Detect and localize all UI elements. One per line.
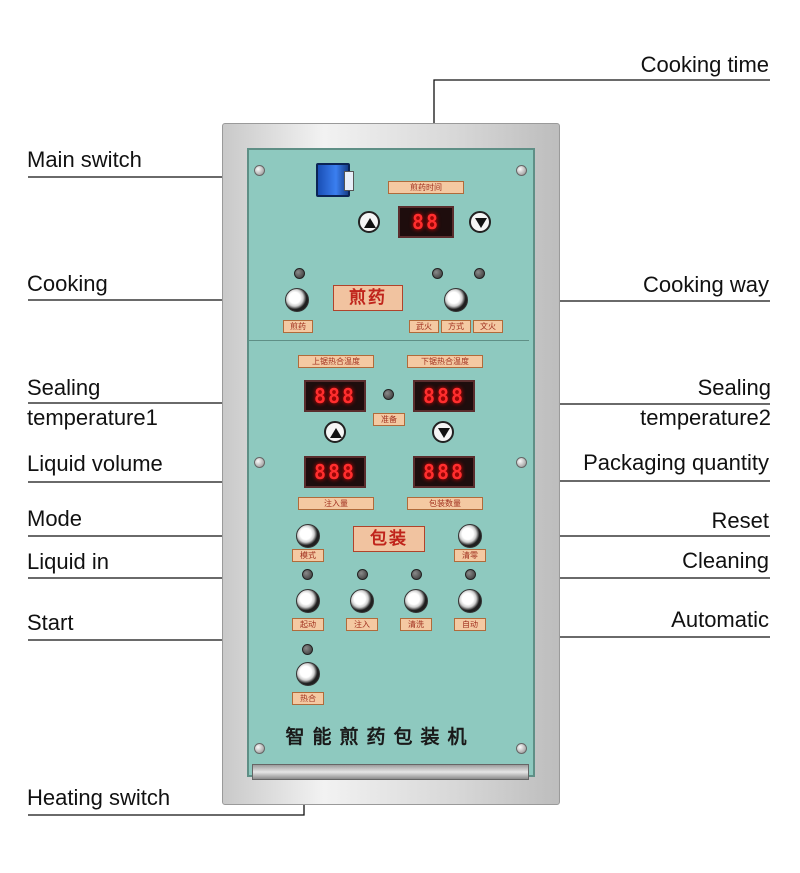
- heating-label: 热合: [292, 692, 324, 705]
- machine-title: 智能煎药包装机: [285, 726, 475, 748]
- packaging-big-label: 包装: [353, 526, 425, 552]
- indicator-led: [294, 268, 305, 279]
- cleaning-label: 清洗: [400, 618, 432, 631]
- liquid-in-button[interactable]: [350, 589, 374, 613]
- screw: [254, 743, 265, 754]
- triangle-up-icon[interactable]: [324, 421, 346, 443]
- start-button[interactable]: [296, 589, 320, 613]
- screw: [254, 457, 265, 468]
- liquid-volume-display: 888: [304, 456, 366, 488]
- reset-button[interactable]: [458, 524, 482, 548]
- triangle-down-icon[interactable]: [469, 211, 491, 233]
- indicator-led: [465, 569, 476, 580]
- cooking-button[interactable]: [285, 288, 309, 312]
- callout-cooking: Cooking: [27, 271, 108, 296]
- callout-liquid-in: Liquid in: [27, 549, 109, 574]
- triangle-down-icon[interactable]: [432, 421, 454, 443]
- callout-cleaning: Cleaning: [682, 548, 769, 573]
- ready-led: [383, 389, 394, 400]
- automatic-button[interactable]: [458, 589, 482, 613]
- liquid-volume-label: 注入量: [298, 497, 374, 510]
- mode-label: 模式: [292, 549, 324, 562]
- control-panel: [247, 148, 535, 777]
- packaging-quantity-display: 888: [413, 456, 475, 488]
- callout-sealing-temp2-line1: Sealing: [697, 375, 771, 400]
- indicator-led: [302, 569, 313, 580]
- cooking-big-label: 煎药: [333, 285, 403, 311]
- way-label-strong-fire: 武火: [409, 320, 439, 333]
- indicator-led: [357, 569, 368, 580]
- callout-start: Start: [27, 610, 74, 635]
- ready-label: 准备: [373, 413, 405, 426]
- way-label-mode: 方式: [441, 320, 471, 333]
- automatic-label: 自动: [454, 618, 486, 631]
- callout-sealing-temp1-line1: Sealing: [27, 375, 101, 400]
- heating-switch-button[interactable]: [296, 662, 320, 686]
- bottom-rail: [252, 764, 529, 780]
- indicator-led: [432, 268, 443, 279]
- callout-reset: Reset: [711, 508, 769, 533]
- seal-temp1-display: 888: [304, 380, 366, 412]
- main-power-switch[interactable]: [316, 163, 354, 197]
- triangle-up-icon[interactable]: [358, 211, 380, 233]
- screw: [516, 743, 527, 754]
- callout-cooking-time: Cooking time: [640, 52, 769, 77]
- way-label-gentle-fire: 文火: [473, 320, 503, 333]
- section-divider: [249, 340, 529, 341]
- callout-main-switch: Main switch: [27, 147, 142, 172]
- screw: [516, 165, 527, 176]
- callout-cooking-way: Cooking way: [643, 272, 769, 297]
- callout-automatic: Automatic: [671, 607, 769, 632]
- mode-button[interactable]: [296, 524, 320, 548]
- screw: [516, 457, 527, 468]
- packaging-quantity-label: 包装数量: [407, 497, 483, 510]
- cooking-time-label: 煎药时间: [388, 181, 464, 194]
- cooking-time-display: 88: [398, 206, 454, 238]
- indicator-led: [411, 569, 422, 580]
- seal-temp1-label: 上锯热合温度: [298, 355, 374, 368]
- seal-temp2-label: 下锯热合温度: [407, 355, 483, 368]
- callout-sealing-temp1-line2: temperature1: [27, 405, 158, 430]
- reset-label: 清零: [454, 549, 486, 562]
- indicator-led: [474, 268, 485, 279]
- callout-liquid-volume: Liquid volume: [27, 451, 163, 476]
- seal-temp2-display: 888: [413, 380, 475, 412]
- callout-packaging-quantity: Packaging quantity: [583, 450, 769, 475]
- cooking-way-button[interactable]: [444, 288, 468, 312]
- indicator-led: [302, 644, 313, 655]
- cooking-button-label: 煎药: [283, 320, 313, 333]
- cleaning-button[interactable]: [404, 589, 428, 613]
- callout-heating-switch: Heating switch: [27, 785, 171, 810]
- screw: [254, 165, 265, 176]
- callout-sealing-temp2-line2: temperature2: [640, 405, 771, 430]
- callout-mode: Mode: [27, 506, 83, 531]
- liquid-in-label: 注入: [346, 618, 378, 631]
- start-label: 起动: [292, 618, 324, 631]
